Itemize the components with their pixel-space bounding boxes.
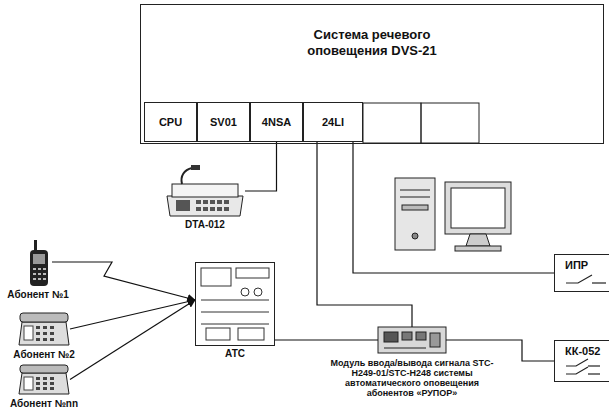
connector bbox=[446, 340, 554, 361]
module-slot: 24LI bbox=[303, 102, 363, 142]
desk-phone bbox=[19, 365, 69, 394]
slot-label: CPU bbox=[159, 116, 182, 128]
module-slot: CPU bbox=[144, 102, 197, 142]
slot-label: SV01 bbox=[210, 116, 237, 128]
exchange-panel bbox=[201, 268, 269, 340]
device-caption: DTA-012 bbox=[185, 219, 225, 230]
switch-symbol bbox=[566, 275, 606, 374]
subscriber-node: Абонент №1 bbox=[26, 238, 50, 286]
device-caption: Абонент №2 bbox=[13, 349, 74, 360]
exchange-box: АТС bbox=[195, 262, 275, 346]
connector bbox=[52, 262, 195, 300]
slot-label: 24LI bbox=[322, 116, 344, 128]
connector bbox=[70, 300, 195, 329]
io-module-node: Модуль ввода/вывода сигнала STC-H249-01/… bbox=[378, 327, 446, 353]
module-caption: Модуль ввода/вывода сигнала STC-H249-01/… bbox=[326, 358, 498, 398]
device-label: ИПР bbox=[555, 255, 609, 271]
connector bbox=[353, 142, 554, 273]
microphone-console bbox=[167, 165, 243, 216]
io-module-board bbox=[378, 327, 446, 353]
empty-slot bbox=[421, 103, 479, 143]
system-title: Система речевого оповещения DVS-21 bbox=[277, 27, 467, 59]
subscriber-node: Абонент №2 bbox=[18, 312, 70, 346]
empty-slot bbox=[363, 103, 421, 143]
slot-label: 4NSA bbox=[262, 116, 291, 128]
device-box: ИПР bbox=[554, 254, 609, 292]
device-box: КК-052 bbox=[554, 340, 609, 382]
connector bbox=[275, 339, 378, 340]
console-node: DTA-012 bbox=[165, 166, 245, 216]
device-label: КК-052 bbox=[555, 341, 609, 357]
system-frame: Система речевого оповещения DVS-21CPU SV0… bbox=[140, 4, 604, 144]
device-caption: Абонент №nn bbox=[10, 398, 78, 409]
device-caption: Абонент №1 bbox=[7, 289, 68, 300]
subscriber-node: Абонент №nn bbox=[18, 364, 70, 395]
connector bbox=[317, 142, 412, 327]
computer bbox=[395, 178, 511, 251]
module-slot: 4NSA bbox=[250, 102, 303, 142]
connector bbox=[245, 142, 277, 191]
mobile-phone bbox=[30, 240, 48, 286]
connector bbox=[70, 300, 195, 380]
desk-phone bbox=[19, 313, 69, 345]
module-slot: SV01 bbox=[197, 102, 250, 142]
exchange-label: АТС bbox=[225, 348, 245, 359]
